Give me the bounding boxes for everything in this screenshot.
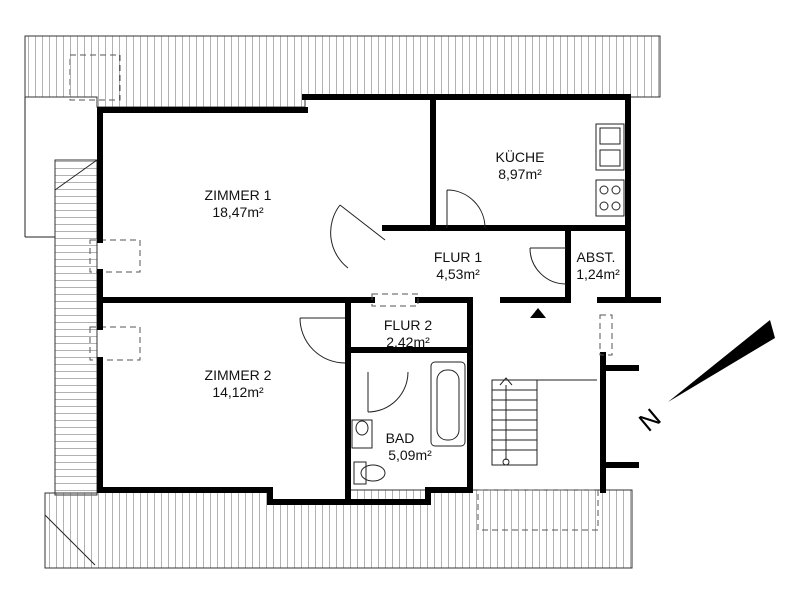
walls [97, 94, 661, 505]
room-area: 1,24m² [576, 266, 620, 282]
room-flur-1: FLUR 1 4,53m² [434, 249, 482, 282]
room-name: ZIMMER 1 [205, 187, 272, 203]
doors [299, 189, 613, 413]
room-bad: BAD 5,09m² [386, 430, 433, 463]
compass-label: N [633, 402, 667, 437]
entry-arrow-icon [530, 308, 546, 318]
roof-window-left-2 [89, 326, 141, 361]
room-kueche: KÜCHE 8,97m² [495, 148, 544, 182]
compass: N [633, 320, 775, 437]
room-area: 2,42m² [386, 334, 430, 350]
room-flur-2: FLUR 2 2,42m² [384, 317, 432, 350]
staircase [491, 308, 597, 466]
room-name: BAD [386, 430, 415, 446]
room-area: 18,47m² [212, 204, 264, 220]
room-zimmer-1: ZIMMER 1 18,47m² [205, 187, 272, 220]
roof-window-bottom [477, 489, 599, 531]
room-name: ZIMMER 2 [205, 367, 272, 383]
bath-fixtures [351, 361, 466, 485]
roof-window-left-1 [89, 239, 141, 273]
room-area: 8,97m² [498, 166, 542, 182]
room-area: 5,09m² [388, 447, 432, 463]
room-name: FLUR 2 [384, 317, 432, 333]
kitchen-fixtures [595, 123, 625, 217]
room-zimmer-2: ZIMMER 2 14,12m² [205, 367, 272, 400]
room-area: 14,12m² [212, 384, 264, 400]
room-name: ABST. [577, 249, 616, 265]
room-abst: ABST. 1,24m² [576, 249, 620, 282]
roof-window-top [69, 54, 121, 101]
room-area: 4,53m² [436, 266, 480, 282]
room-name: KÜCHE [495, 148, 544, 165]
north-arrow-icon [668, 320, 775, 402]
room-name: FLUR 1 [434, 249, 482, 265]
